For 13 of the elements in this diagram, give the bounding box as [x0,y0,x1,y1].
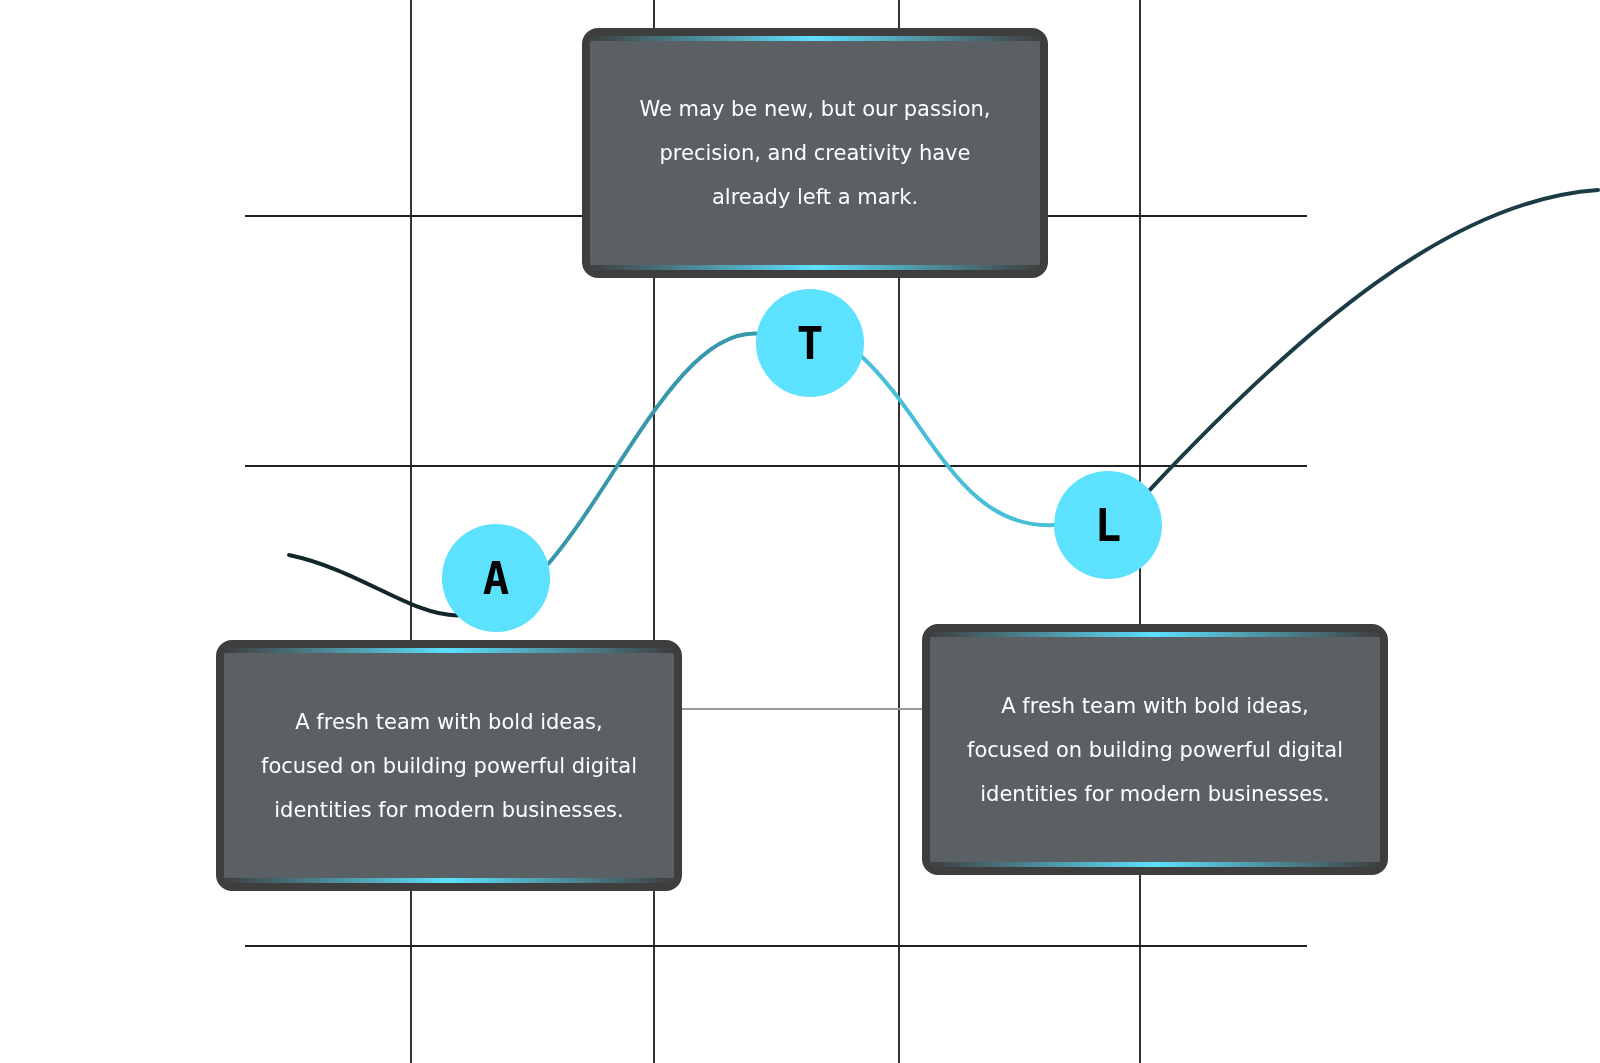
connector-curve [860,355,1056,527]
text-card [216,640,682,891]
card-text: We may be new, but our passion, precision, and creativity have already left a mark. [638,96,992,211]
connector-curve [546,331,759,566]
text-card [922,624,1388,875]
text-card [582,28,1048,278]
letter: T [796,317,824,369]
connector-curve [1147,188,1600,493]
card-text: A fresh team with bold ideas, focused on building powerful digital identities for modern businesses. [260,708,638,824]
connector-curve [287,553,460,618]
letter: A [482,552,510,604]
letter: L [1094,499,1122,551]
card-text: A fresh team with bold ideas, focused on building powerful digital identities for modern businesses. [966,692,1344,808]
